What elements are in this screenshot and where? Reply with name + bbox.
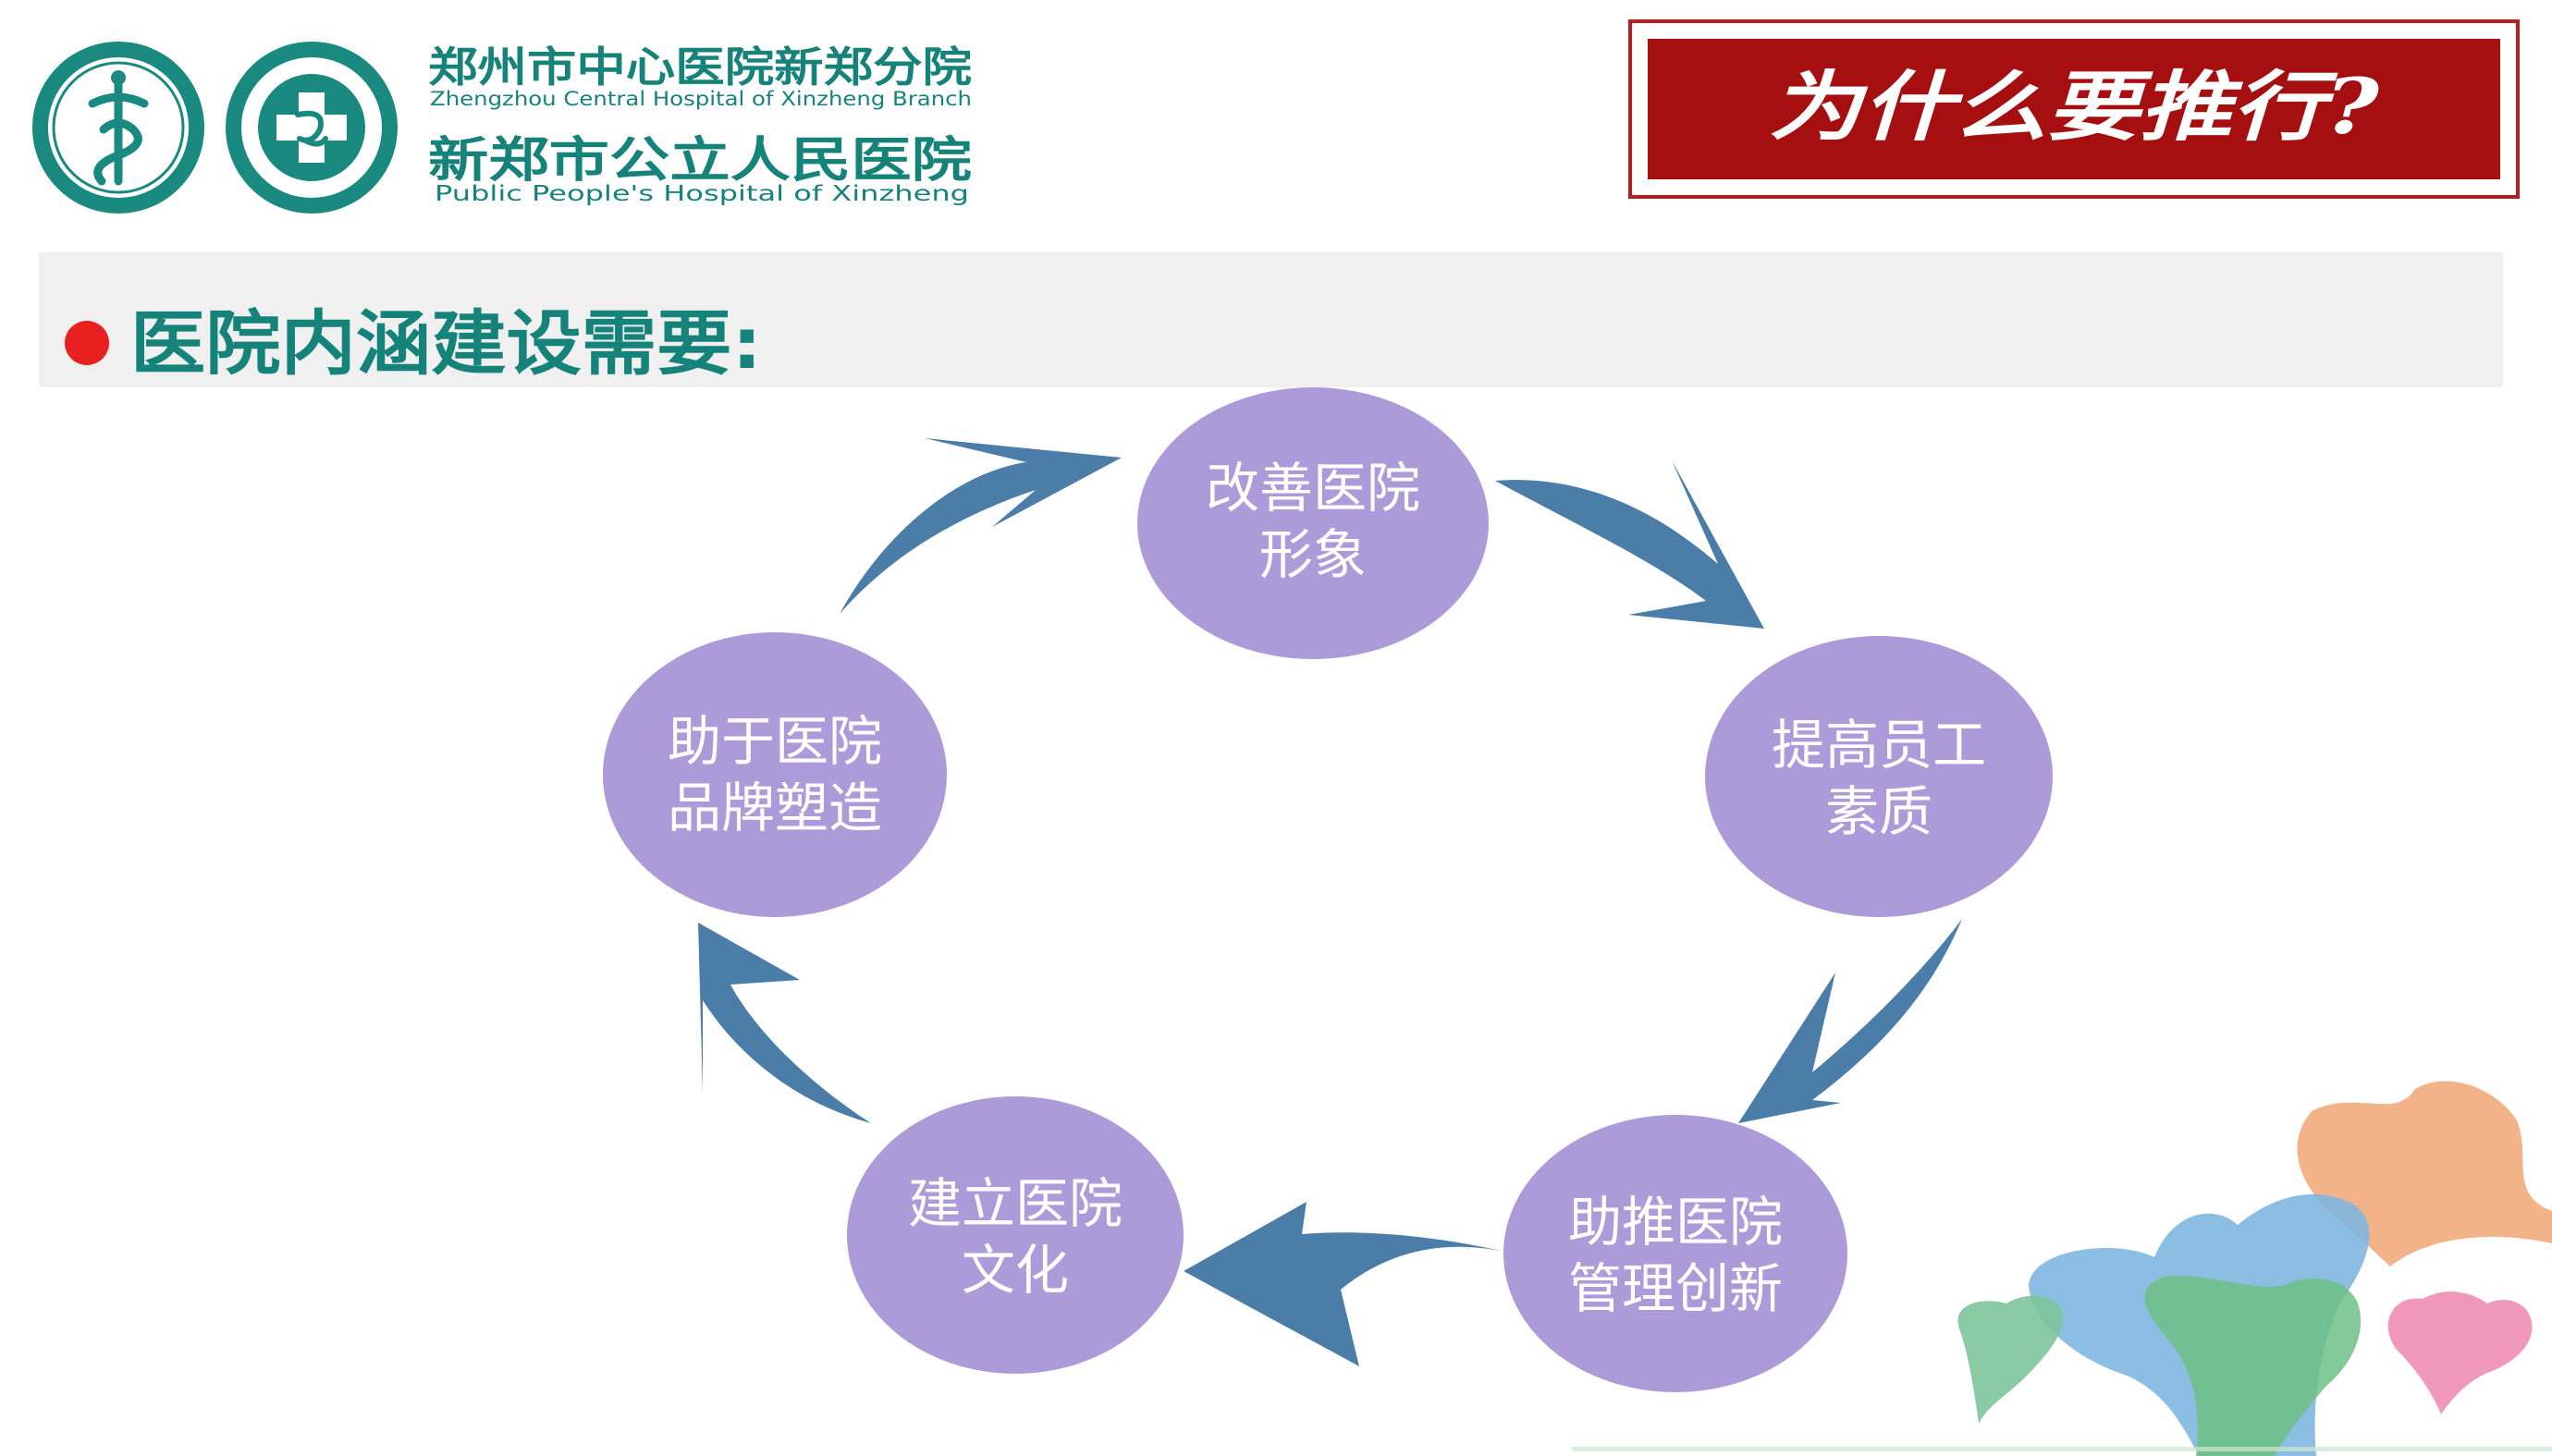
leaf-pink [2387, 1291, 2533, 1414]
title-box: 为什么要推行? [1628, 19, 2520, 199]
node-label-line1: 助于医院 [668, 710, 882, 773]
node-label-line2: 形象 [1259, 523, 1367, 586]
public-peoples-hospital-logo [226, 42, 398, 214]
node-label-line1: 建立医院 [908, 1172, 1123, 1235]
section-heading: 医院内涵建设需要: [130, 302, 762, 385]
hospital-name-en-2: Public People's Hospital of Xinzheng [435, 182, 969, 206]
section-band [39, 252, 2503, 387]
ginkgo-leaves-decoration [1572, 1081, 2552, 1456]
arrow-2-to-3 [1738, 919, 1962, 1123]
node-label-line1: 改善医院 [1206, 457, 1420, 520]
node-label-line2: 文化 [962, 1239, 1069, 1302]
node-label-line2: 素质 [1825, 780, 1932, 843]
cycle-node-staff-quality: 提高员工 素质 [1705, 636, 2053, 917]
node-label-line1: 助推医院 [1568, 1191, 1783, 1254]
cycle-node-brand-building: 助于医院 品牌塑造 [603, 632, 947, 917]
slide-title: 为什么要推行? [1769, 63, 2380, 152]
node-label-line2: 品牌塑造 [668, 777, 882, 839]
hospital-name-en-1: Zhengzhou Central Hospital of Xinzheng B… [430, 88, 972, 110]
leaf-green-small [1957, 1295, 2063, 1424]
node-label-line1: 提高员工 [1772, 714, 1986, 777]
cycle-arrows [698, 438, 1962, 1366]
cycle-node-management-innovation: 助推医院 管理创新 [1503, 1115, 1847, 1392]
arrow-1-to-2 [1495, 460, 1764, 629]
bullet-dot [65, 321, 109, 365]
arrow-5-to-1 [840, 438, 1122, 614]
cycle-node-build-culture: 建立医院 文化 [847, 1096, 1184, 1374]
cycle-node-improve-image: 改善医院 形象 [1137, 387, 1489, 659]
node-label-line2: 管理创新 [1568, 1257, 1783, 1320]
arrow-4-to-5 [698, 923, 871, 1123]
zhengzhou-central-hospital-logo [32, 42, 204, 214]
leaf-green [2144, 1275, 2362, 1456]
arrow-3-to-4 [1184, 1202, 1504, 1366]
hospital-name-cn-2: 新郑市公立人民医院 [428, 133, 972, 189]
hospital-name-cn-1: 郑州市中心医院新郑分院 [428, 43, 972, 92]
